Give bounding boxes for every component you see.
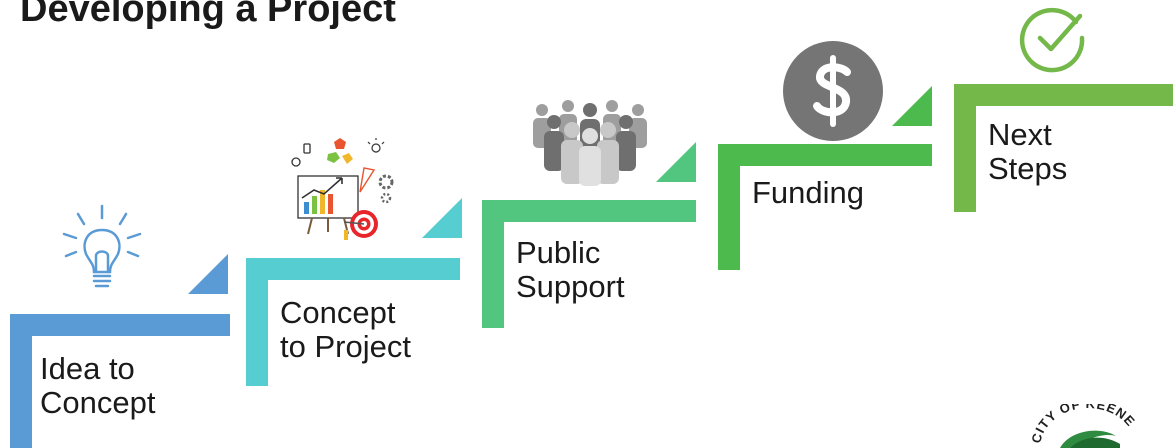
presentation-target-icon <box>291 138 394 240</box>
checkmark-circle-icon <box>1019 7 1085 73</box>
step-1-bar-vertical <box>10 314 32 448</box>
step-1-bar-horizontal <box>10 314 230 336</box>
step-1-arrow-tip <box>188 254 228 294</box>
step-2-bar-vertical <box>246 258 268 386</box>
step-2-arrow-tip <box>422 198 462 238</box>
step-3-bar-vertical <box>482 200 504 328</box>
step-2-bar-horizontal <box>246 258 460 280</box>
city-of-keene-logo: CITY OF KEENE <box>1030 404 1137 448</box>
page-title: Developing a Project <box>20 0 396 30</box>
lightbulb-icon <box>62 204 142 288</box>
step-4-arrow-tip <box>892 86 932 126</box>
step-4-bar-horizontal <box>718 144 932 166</box>
step-5-bar-vertical <box>954 84 976 212</box>
dollar-coin-icon <box>783 41 883 141</box>
step-4-label: Funding <box>752 175 865 210</box>
step-3-bar-horizontal <box>482 200 696 222</box>
step-4-bar-vertical <box>718 144 740 270</box>
people-group-icon <box>533 100 647 186</box>
step-5-bar-horizontal <box>954 84 1173 106</box>
step-3-arrow-tip <box>656 142 696 182</box>
